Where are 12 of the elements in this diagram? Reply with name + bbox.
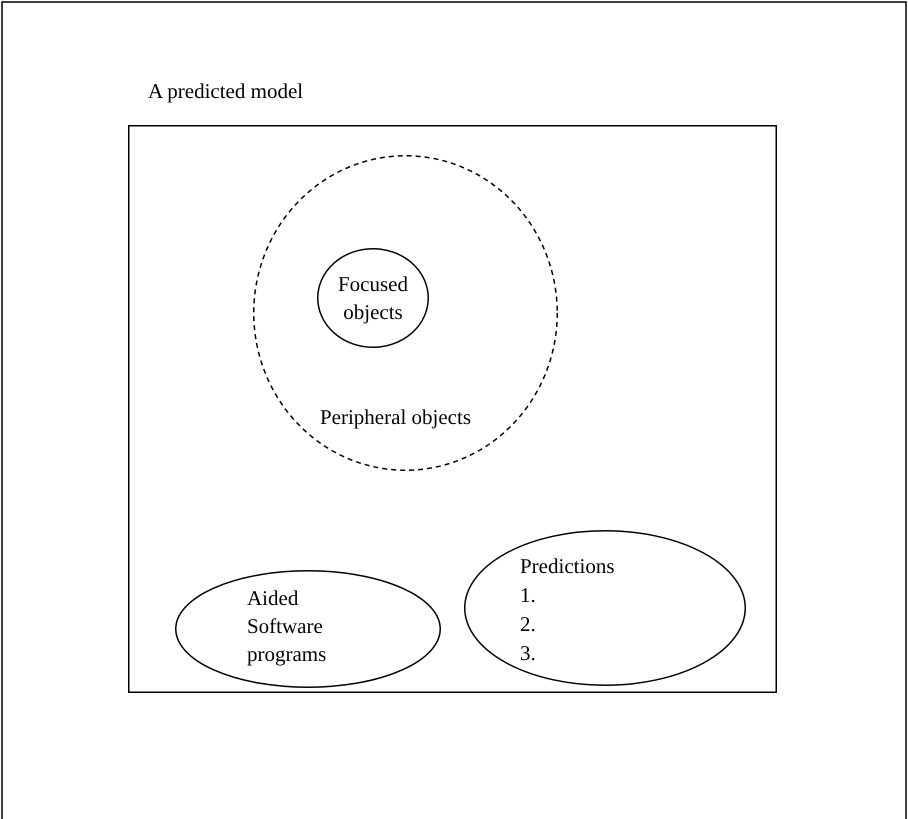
list-number: 1. bbox=[520, 582, 536, 609]
list-number: 3. bbox=[520, 640, 536, 667]
ellipse-label: Aided Software programs bbox=[247, 585, 328, 668]
list-number: 2. bbox=[520, 611, 536, 638]
ellipse-label: Focused objects bbox=[337, 271, 409, 326]
ellipse bbox=[175, 570, 441, 688]
circle-label: Peripheral objects bbox=[318, 404, 472, 431]
dashed-circle bbox=[253, 155, 558, 471]
frame-heading: A predicted model bbox=[148, 78, 304, 105]
ellipse-heading: Predictions bbox=[520, 553, 614, 580]
ellipse bbox=[464, 530, 746, 686]
ellipse bbox=[317, 248, 429, 348]
